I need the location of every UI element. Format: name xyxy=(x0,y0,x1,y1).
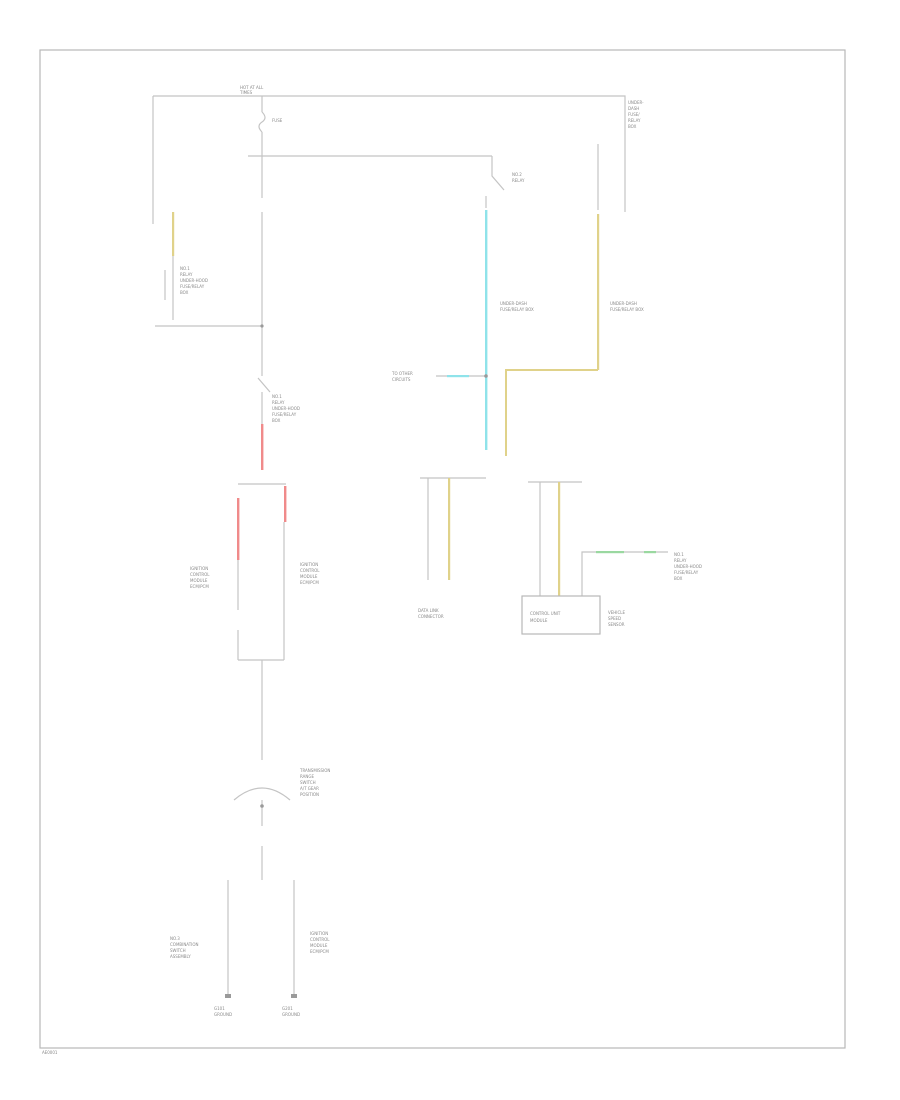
yellow-pos-label: UNDER-DASH FUSE/RELAY BOX xyxy=(610,301,644,312)
far-right-label: NO.1 RELAY UNDER-HOOD FUSE/RELAY BOX xyxy=(674,552,703,581)
right-box-label: VEHICLE SPEED SENSOR xyxy=(608,610,626,627)
left-relay-node xyxy=(260,324,264,328)
yellow-wire-bend xyxy=(505,369,598,456)
control-unit-box xyxy=(521,595,601,635)
top-right-label: UNDER- DASH FUSE/ RELAY BOX xyxy=(628,100,645,129)
right-ground-label: G201 GROUND xyxy=(282,1006,300,1017)
selector-pivot xyxy=(260,804,264,808)
cyan-tap-node xyxy=(484,374,488,378)
control-box-wire xyxy=(528,481,582,596)
cyan-pos-label: UNDER-DASH FUSE/RELAY BOX xyxy=(500,301,534,312)
control-box-tap xyxy=(581,551,668,596)
relay-mid-label: NO.2 RELAY xyxy=(512,172,525,183)
box-text: CONTROL UNIT MODULE xyxy=(530,611,562,623)
dlc-wire xyxy=(420,477,486,580)
fuse-label: FUSE xyxy=(272,118,283,123)
fuse-icon xyxy=(258,111,266,133)
top-fuse-label: HOT AT ALL TIMES xyxy=(239,85,265,95)
relay-switch-icon xyxy=(257,377,271,424)
red-wire-left xyxy=(237,498,240,560)
left-ground-block xyxy=(225,994,231,998)
top-bus-wire xyxy=(153,95,626,212)
red-wire-upper xyxy=(261,424,264,470)
red-wire-right xyxy=(284,486,287,522)
selector-switch-icon xyxy=(233,787,291,880)
ecm-left-wire xyxy=(237,522,285,660)
left-yellow-wire xyxy=(172,212,175,256)
left-box-label: NO.3 COMBINATION SWITCH ASSEMBLY xyxy=(170,936,200,959)
cyan-wire xyxy=(485,210,488,450)
relay-mid-icon xyxy=(485,156,505,208)
left-ground-label: G101 GROUND xyxy=(214,1006,232,1017)
control-box-yellow xyxy=(558,482,561,596)
left-ecm-label: IGNITION CONTROL MODULE ECM/PCM xyxy=(190,566,211,589)
mid-ecm-label: IGNITION CONTROL MODULE ECM/PCM xyxy=(300,562,321,585)
lower-conn-label: DATA LINK CONNECTOR xyxy=(418,608,444,619)
right-ground-block xyxy=(291,994,297,998)
left-relay-label: NO.1 RELAY UNDER-HOOD FUSE/RELAY BOX xyxy=(180,266,209,295)
mid-relay-label: NO.1 RELAY UNDER-HOOD FUSE/RELAY BOX xyxy=(272,394,301,423)
footer-code: AE0001 xyxy=(42,1050,58,1055)
cyan-tap-label: TO OTHER CIRCUITS xyxy=(391,371,414,382)
lower-ecm-label: IGNITION CONTROL MODULE ECM/PCM xyxy=(310,931,331,954)
yellow-wire-right xyxy=(597,214,600,370)
green-marker-2 xyxy=(644,551,656,554)
connector-wire xyxy=(238,659,284,760)
selector-label: TRANSMISSION RANGE SWITCH A/T GEAR POSIT… xyxy=(299,768,332,797)
left-relay-wire xyxy=(155,256,262,327)
cyan-tap-marker xyxy=(447,375,469,378)
dlc-yellow-wire xyxy=(448,478,451,580)
diagram-frame xyxy=(39,49,846,1049)
green-marker xyxy=(596,551,624,554)
